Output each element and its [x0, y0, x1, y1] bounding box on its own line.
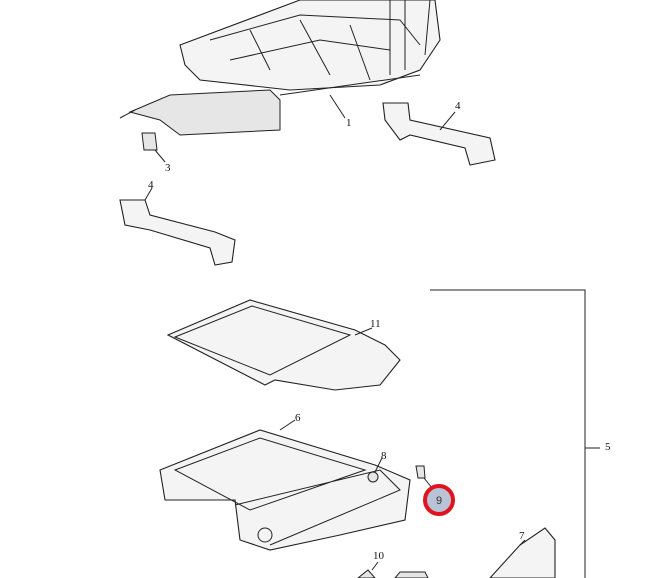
callout-11: 11	[370, 318, 381, 330]
callout-8: 8	[381, 450, 387, 462]
tray-part-11	[166, 299, 401, 391]
callout-9-highlighted[interactable]: 9	[423, 484, 455, 516]
rail-part-4-left	[119, 187, 236, 266]
callout-6: 6	[295, 412, 301, 424]
part-10	[357, 561, 429, 578]
storage-box-part-6	[159, 419, 411, 551]
callout-4-left: 4	[148, 179, 154, 191]
rail-part-4-right	[382, 102, 496, 166]
group-bracket-5	[430, 289, 600, 578]
screw-part-8	[367, 457, 383, 483]
callout-3: 3	[165, 162, 171, 174]
callout-5: 5	[605, 441, 611, 453]
callout-7: 7	[519, 530, 525, 542]
trim-part-7	[489, 527, 556, 578]
callout-4-right: 4	[455, 100, 461, 112]
seat-frame-part-1	[119, 0, 441, 136]
callout-1: 1	[346, 117, 352, 129]
clip-part-9	[415, 465, 433, 489]
callout-10: 10	[373, 550, 384, 562]
clip-part-3	[141, 132, 166, 163]
